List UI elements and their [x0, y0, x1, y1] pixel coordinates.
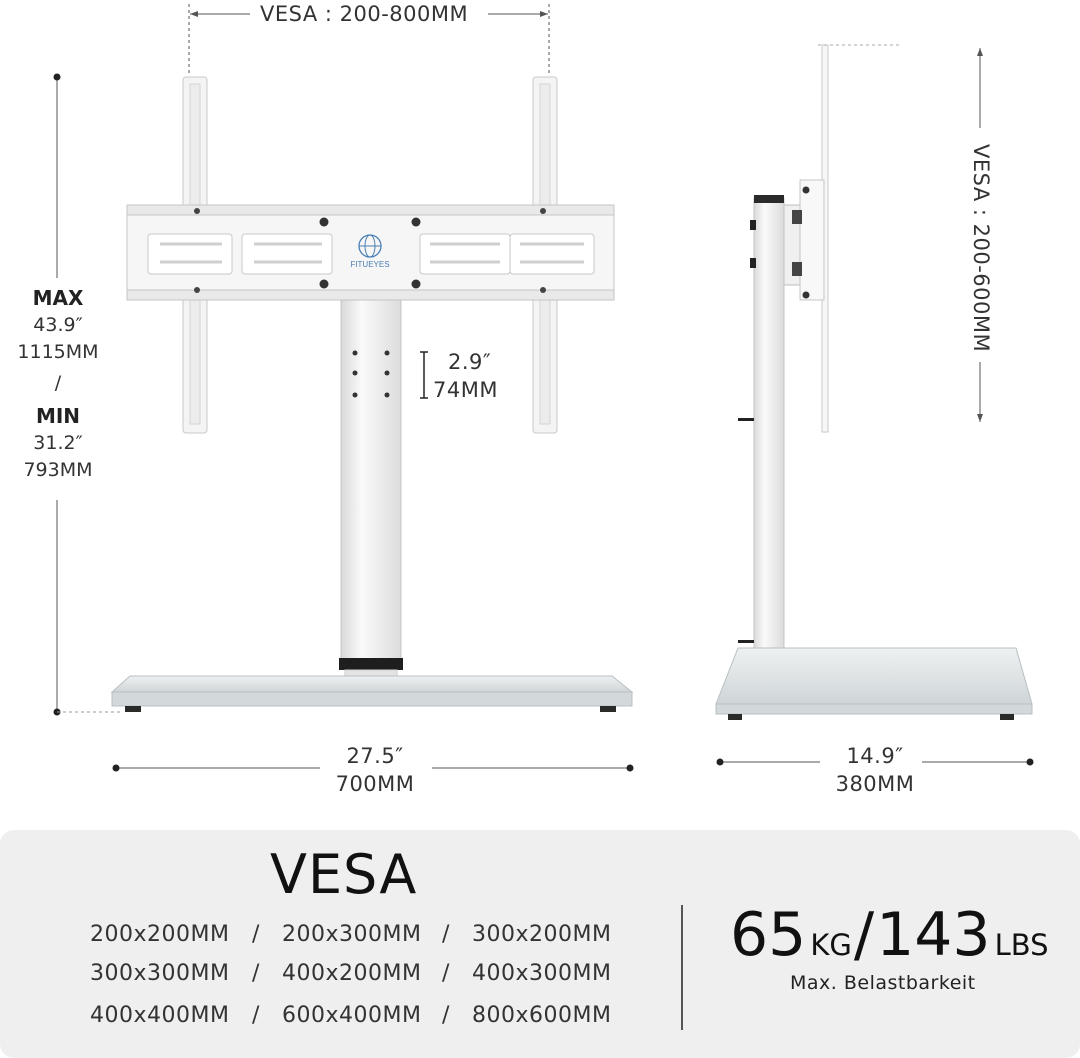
spec-panel: [0, 830, 1080, 1058]
adjust-bracket: [420, 351, 428, 399]
height-max-inch: 43.9″: [33, 314, 83, 336]
height-dimension: MAX 43.9″ 1115MM / MIN 31.2″ 793MM: [0, 285, 116, 484]
height-max-mm: 1115MM: [17, 341, 99, 363]
vesa-size: 800x600MM: [472, 1003, 612, 1028]
load-lbs-value: 143: [876, 900, 991, 970]
vesa-separator: /: [442, 1003, 450, 1028]
mounting-plate: [126, 204, 615, 301]
height-dimension-line: [53, 73, 120, 716]
height-min-inch: 31.2″: [33, 432, 83, 454]
vesa-size: 400x400MM: [90, 1003, 230, 1028]
load-slash: /: [853, 900, 875, 970]
vesa-height-dimension: [977, 48, 983, 422]
vesa-separator: /: [252, 922, 260, 947]
spec-divider: [681, 905, 683, 1030]
pole: [339, 299, 403, 697]
vesa-size: 400x200MM: [282, 961, 422, 986]
adjust-mm-label: 74MM: [433, 378, 498, 402]
vesa-separator: /: [252, 1003, 260, 1028]
vesa-separator: /: [442, 961, 450, 986]
vesa-size: 200x200MM: [90, 922, 230, 947]
load-kg-value: 65: [730, 900, 807, 970]
vesa-size: 300x300MM: [90, 961, 230, 986]
height-separator: /: [54, 372, 62, 394]
brand-logo: FITUEYES: [350, 234, 390, 269]
side-view: [715, 44, 1034, 766]
side-pole: [738, 195, 788, 672]
adjust-inch-label: 2.9″: [448, 350, 492, 374]
depth-inch-label: 14.9″: [846, 744, 904, 768]
width-inch-label: 27.5″: [346, 744, 404, 768]
load-kg-unit: KG: [810, 928, 852, 962]
vesa-size: 400x300MM: [472, 961, 612, 986]
side-bracket: [783, 179, 825, 301]
width-mm-label: 700MM: [335, 772, 415, 796]
vesa-title: VESA: [270, 843, 418, 906]
brand-logo-text: FITUEYES: [350, 260, 389, 269]
load-lbs-unit: LBS: [994, 928, 1049, 962]
depth-dimension-line: [716, 758, 1034, 766]
vesa-width-dimension: [188, 4, 550, 75]
height-max-label: MAX: [32, 286, 84, 310]
vesa-size: 600x400MM: [282, 1003, 422, 1028]
vesa-size: 300x200MM: [472, 922, 612, 947]
front-view: FITUEYES: [53, 4, 634, 772]
vesa-width-label: VESA : 200-800MM: [260, 2, 469, 26]
vesa-height-label: VESA : 200-600MM: [969, 144, 993, 353]
load-caption: Max. Belastbarkeit: [790, 972, 976, 994]
width-dimension-line: [112, 764, 634, 772]
height-min-mm: 793MM: [23, 459, 93, 481]
glass-base-front: [110, 675, 634, 712]
vesa-separator: /: [252, 961, 260, 986]
tv-panel-side: [818, 44, 900, 433]
vesa-separator: /: [442, 922, 450, 947]
vesa-size: 200x300MM: [282, 922, 422, 947]
stand-drawing: FITUEYES: [53, 4, 1034, 772]
height-min-label: MIN: [35, 404, 81, 428]
depth-mm-label: 380MM: [835, 772, 915, 796]
glass-base-side: [715, 647, 1033, 720]
